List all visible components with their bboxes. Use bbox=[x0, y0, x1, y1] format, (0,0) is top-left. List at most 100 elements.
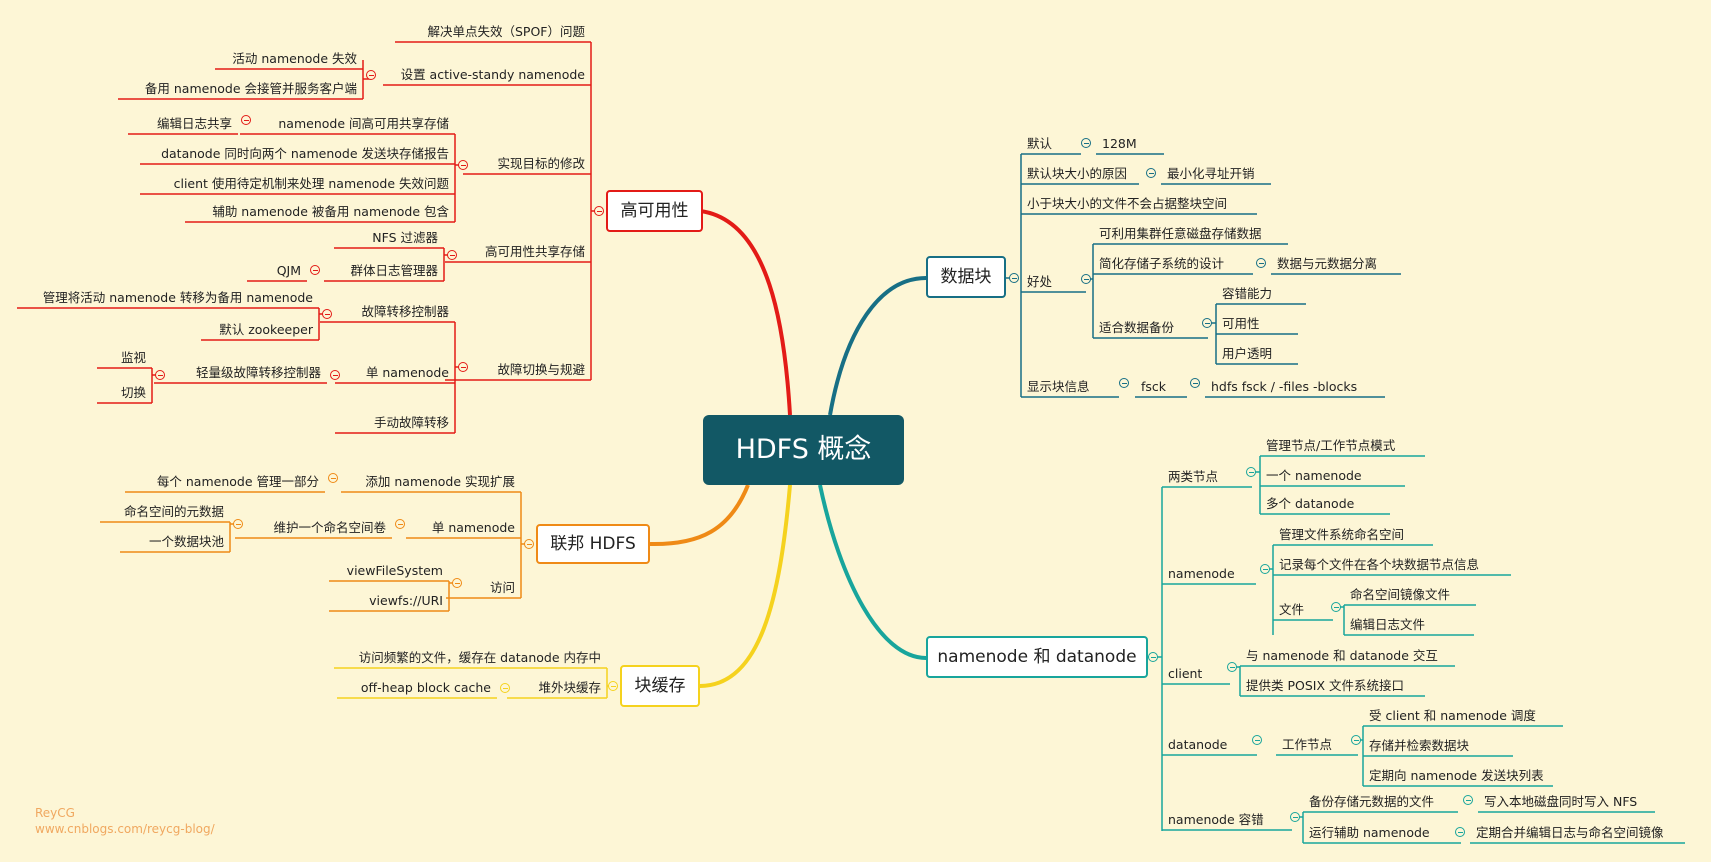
blocks-small-file[interactable]: 小于块大小的文件不会占据整块空间 bbox=[1027, 196, 1228, 211]
collapse-toggle-icon[interactable] bbox=[1146, 168, 1156, 178]
nn-client[interactable]: client bbox=[1168, 666, 1203, 681]
ha-edit-log-share[interactable]: 编辑日志共享 bbox=[156, 116, 232, 131]
branch-namenode-datanode[interactable]: namenode 和 datanode bbox=[926, 636, 1148, 678]
branch-block-cache[interactable]: 块缓存 bbox=[620, 665, 700, 707]
collapse-toggle-icon[interactable] bbox=[1290, 812, 1300, 822]
ha-shared-storage[interactable]: namenode 间高可用共享存储 bbox=[278, 116, 449, 131]
fed-viewfs-class[interactable]: viewFileSystem bbox=[346, 563, 443, 578]
collapse-toggle-icon[interactable] bbox=[1331, 602, 1341, 612]
nn-edit-log[interactable]: 编辑日志文件 bbox=[1350, 617, 1426, 632]
fed-block-pool[interactable]: 一个数据块池 bbox=[148, 534, 224, 549]
blocks-benefits[interactable]: 好处 bbox=[1027, 274, 1053, 289]
ha-client-mech[interactable]: client 使用待定机制来处理 namenode 失效问题 bbox=[173, 176, 449, 191]
collapse-toggle-icon[interactable] bbox=[310, 265, 320, 275]
collapse-toggle-icon[interactable] bbox=[328, 473, 338, 483]
collapse-toggle-icon[interactable] bbox=[322, 309, 332, 319]
fed-viewfs-uri[interactable]: viewfs://URI bbox=[369, 593, 443, 608]
fed-access[interactable]: 访问 bbox=[489, 580, 515, 595]
blocks-show-info[interactable]: 显示块信息 bbox=[1027, 379, 1090, 394]
collapse-toggle-icon[interactable] bbox=[1081, 274, 1091, 284]
ha-failover-ctrl[interactable]: 故障转移控制器 bbox=[361, 304, 449, 319]
collapse-toggle-icon[interactable] bbox=[366, 70, 376, 80]
cache-offheap-cn[interactable]: 堆外块缓存 bbox=[538, 680, 601, 695]
blocks-separate[interactable]: 数据与元数据分离 bbox=[1277, 256, 1378, 271]
nn-mgmt-mode[interactable]: 管理节点/工作节点模式 bbox=[1266, 438, 1396, 453]
ha-aux-nn[interactable]: 辅助 namenode 被备用 namenode 包含 bbox=[212, 204, 449, 219]
blocks-min-seek[interactable]: 最小化寻址开销 bbox=[1167, 166, 1255, 181]
blocks-simplify[interactable]: 简化存储子系统的设计 bbox=[1099, 256, 1225, 271]
nn-run-aux[interactable]: 运行辅助 namenode bbox=[1309, 825, 1430, 840]
collapse-toggle-icon[interactable] bbox=[524, 539, 534, 549]
collapse-toggle-icon[interactable] bbox=[594, 206, 604, 216]
fed-ns-meta[interactable]: 命名空间的元数据 bbox=[123, 504, 224, 519]
ha-active-standby[interactable]: 设置 active-standy namenode bbox=[400, 67, 585, 82]
ha-dn-report[interactable]: datanode 同时向两个 namenode 发送块存储报告 bbox=[161, 146, 449, 161]
collapse-toggle-icon[interactable] bbox=[1227, 662, 1237, 672]
nn-files[interactable]: 文件 bbox=[1279, 602, 1305, 617]
cache-offheap[interactable]: off-heap block cache bbox=[360, 680, 491, 695]
blocks-size[interactable]: 128M bbox=[1102, 136, 1137, 151]
nn-datanode[interactable]: datanode bbox=[1168, 737, 1228, 752]
blocks-fsck-cmd[interactable]: hdfs fsck / -files -blocks bbox=[1211, 379, 1358, 394]
ha-light-ctrl[interactable]: 轻量级故障转移控制器 bbox=[195, 365, 321, 380]
ha-qjm[interactable]: QJM bbox=[276, 263, 301, 278]
ha-zookeeper[interactable]: 默认 zookeeper bbox=[219, 322, 313, 337]
nn-report[interactable]: 定期向 namenode 发送块列表 bbox=[1369, 768, 1544, 783]
collapse-toggle-icon[interactable] bbox=[1119, 378, 1129, 388]
branch-blocks[interactable]: 数据块 bbox=[926, 256, 1006, 298]
collapse-toggle-icon[interactable] bbox=[458, 160, 468, 170]
nn-interact[interactable]: 与 namenode 和 datanode 交互 bbox=[1246, 648, 1438, 663]
blocks-transparent[interactable]: 用户透明 bbox=[1222, 346, 1273, 361]
branch-high-availability[interactable]: 高可用性 bbox=[606, 190, 703, 232]
nn-backup-meta[interactable]: 备份存储元数据的文件 bbox=[1309, 794, 1435, 809]
nn-merge[interactable]: 定期合并编辑日志与命名空间镜像 bbox=[1476, 825, 1664, 840]
ha-manual[interactable]: 手动故障转移 bbox=[373, 415, 449, 430]
nn-record-dn[interactable]: 记录每个文件在各个块数据节点信息 bbox=[1279, 557, 1480, 572]
collapse-toggle-icon[interactable] bbox=[1148, 652, 1158, 662]
center-node[interactable]: HDFS 概念 bbox=[703, 415, 904, 485]
nn-namenode[interactable]: namenode bbox=[1168, 566, 1235, 581]
collapse-toggle-icon[interactable] bbox=[155, 370, 165, 380]
collapse-toggle-icon[interactable] bbox=[458, 362, 468, 372]
collapse-toggle-icon[interactable] bbox=[395, 519, 405, 529]
ha-switch[interactable]: 切换 bbox=[120, 385, 146, 400]
collapse-toggle-icon[interactable] bbox=[500, 683, 510, 693]
nn-fault[interactable]: namenode 容错 bbox=[1168, 812, 1264, 827]
nn-ns-image[interactable]: 命名空间镜像文件 bbox=[1350, 587, 1451, 602]
blocks-fault-tol[interactable]: 容错能力 bbox=[1222, 286, 1273, 301]
collapse-toggle-icon[interactable] bbox=[1463, 795, 1473, 805]
nn-posix[interactable]: 提供类 POSIX 文件系统接口 bbox=[1246, 678, 1405, 693]
collapse-toggle-icon[interactable] bbox=[447, 250, 457, 260]
collapse-toggle-icon[interactable] bbox=[1256, 258, 1266, 268]
collapse-toggle-icon[interactable] bbox=[1246, 467, 1256, 477]
collapse-toggle-icon[interactable] bbox=[1009, 273, 1019, 283]
ha-arch-changes[interactable]: 实现目标的修改 bbox=[497, 156, 585, 171]
branch-federation[interactable]: 联邦 HDFS bbox=[536, 524, 650, 564]
blocks-any-disk[interactable]: 可利用集群任意磁盘存储数据 bbox=[1099, 226, 1262, 241]
blocks-default[interactable]: 默认 bbox=[1027, 136, 1053, 151]
collapse-toggle-icon[interactable] bbox=[1260, 564, 1270, 574]
ha-journal-mgr[interactable]: 群体日志管理器 bbox=[350, 263, 438, 278]
collapse-toggle-icon[interactable] bbox=[1081, 138, 1091, 148]
nn-scheduled[interactable]: 受 client 和 namenode 调度 bbox=[1369, 708, 1536, 723]
nn-one-nn[interactable]: 一个 namenode bbox=[1266, 468, 1362, 483]
collapse-toggle-icon[interactable] bbox=[1455, 827, 1465, 837]
ha-failover[interactable]: 故障切换与规避 bbox=[497, 362, 585, 377]
collapse-toggle-icon[interactable] bbox=[608, 681, 618, 691]
nn-manage-ns[interactable]: 管理文件系统命名空间 bbox=[1279, 527, 1405, 542]
blocks-availability[interactable]: 可用性 bbox=[1222, 316, 1260, 331]
blocks-fsck[interactable]: fsck bbox=[1141, 379, 1167, 394]
collapse-toggle-icon[interactable] bbox=[1351, 735, 1361, 745]
fed-each-part[interactable]: 每个 namenode 管理一部分 bbox=[156, 474, 319, 489]
collapse-toggle-icon[interactable] bbox=[1202, 318, 1212, 328]
collapse-toggle-icon[interactable] bbox=[241, 115, 251, 125]
nn-write-nfs[interactable]: 写入本地磁盘同时写入 NFS bbox=[1484, 794, 1638, 809]
ha-active-fail[interactable]: 活动 namenode 失效 bbox=[232, 51, 357, 66]
ha-monitor[interactable]: 监视 bbox=[120, 350, 146, 365]
ha-standby-takeover[interactable]: 备用 namenode 会接管并服务客户端 bbox=[144, 81, 357, 96]
ha-shared-store[interactable]: 高可用性共享存储 bbox=[484, 244, 585, 259]
ha-single-nn[interactable]: 单 namenode bbox=[365, 365, 449, 380]
collapse-toggle-icon[interactable] bbox=[233, 519, 243, 529]
collapse-toggle-icon[interactable] bbox=[330, 370, 340, 380]
nn-multi-dn[interactable]: 多个 datanode bbox=[1266, 496, 1355, 511]
